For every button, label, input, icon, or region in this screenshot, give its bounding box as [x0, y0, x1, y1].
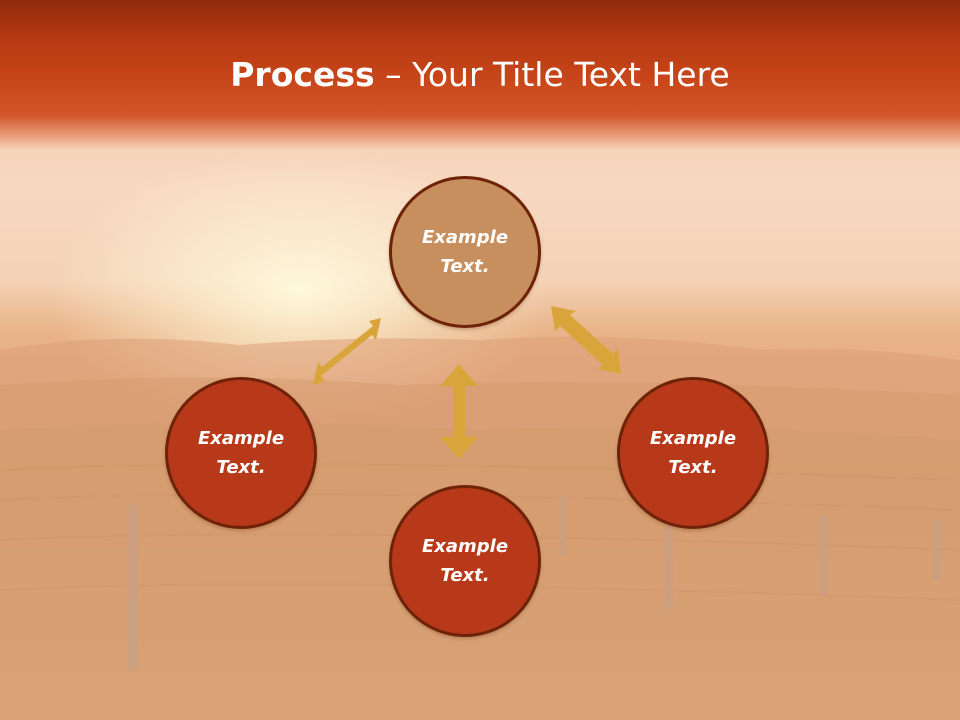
slide-title[interactable]: Process – Your Title Text Here	[0, 52, 960, 98]
node-text-line2: Text.	[440, 256, 490, 277]
node-text-line2: Text.	[216, 457, 266, 478]
node-text-line1: Example	[649, 428, 737, 449]
node-text-line1: Example	[197, 428, 285, 449]
node-text-line1: Example	[421, 536, 509, 557]
title-bold-text: Process	[230, 55, 375, 94]
node-text-line2: Text.	[440, 565, 490, 586]
process-node-top[interactable]: Example Text.	[389, 176, 541, 328]
title-rest-text: – Your Title Text Here	[374, 55, 730, 94]
process-node-left[interactable]: Example Text.	[165, 377, 317, 529]
title-banner	[0, 0, 960, 150]
node-text-line1: Example	[421, 227, 509, 248]
process-node-right[interactable]: Example Text.	[617, 377, 769, 529]
node-text-line2: Text.	[668, 457, 718, 478]
process-node-bottom[interactable]: Example Text.	[389, 485, 541, 637]
